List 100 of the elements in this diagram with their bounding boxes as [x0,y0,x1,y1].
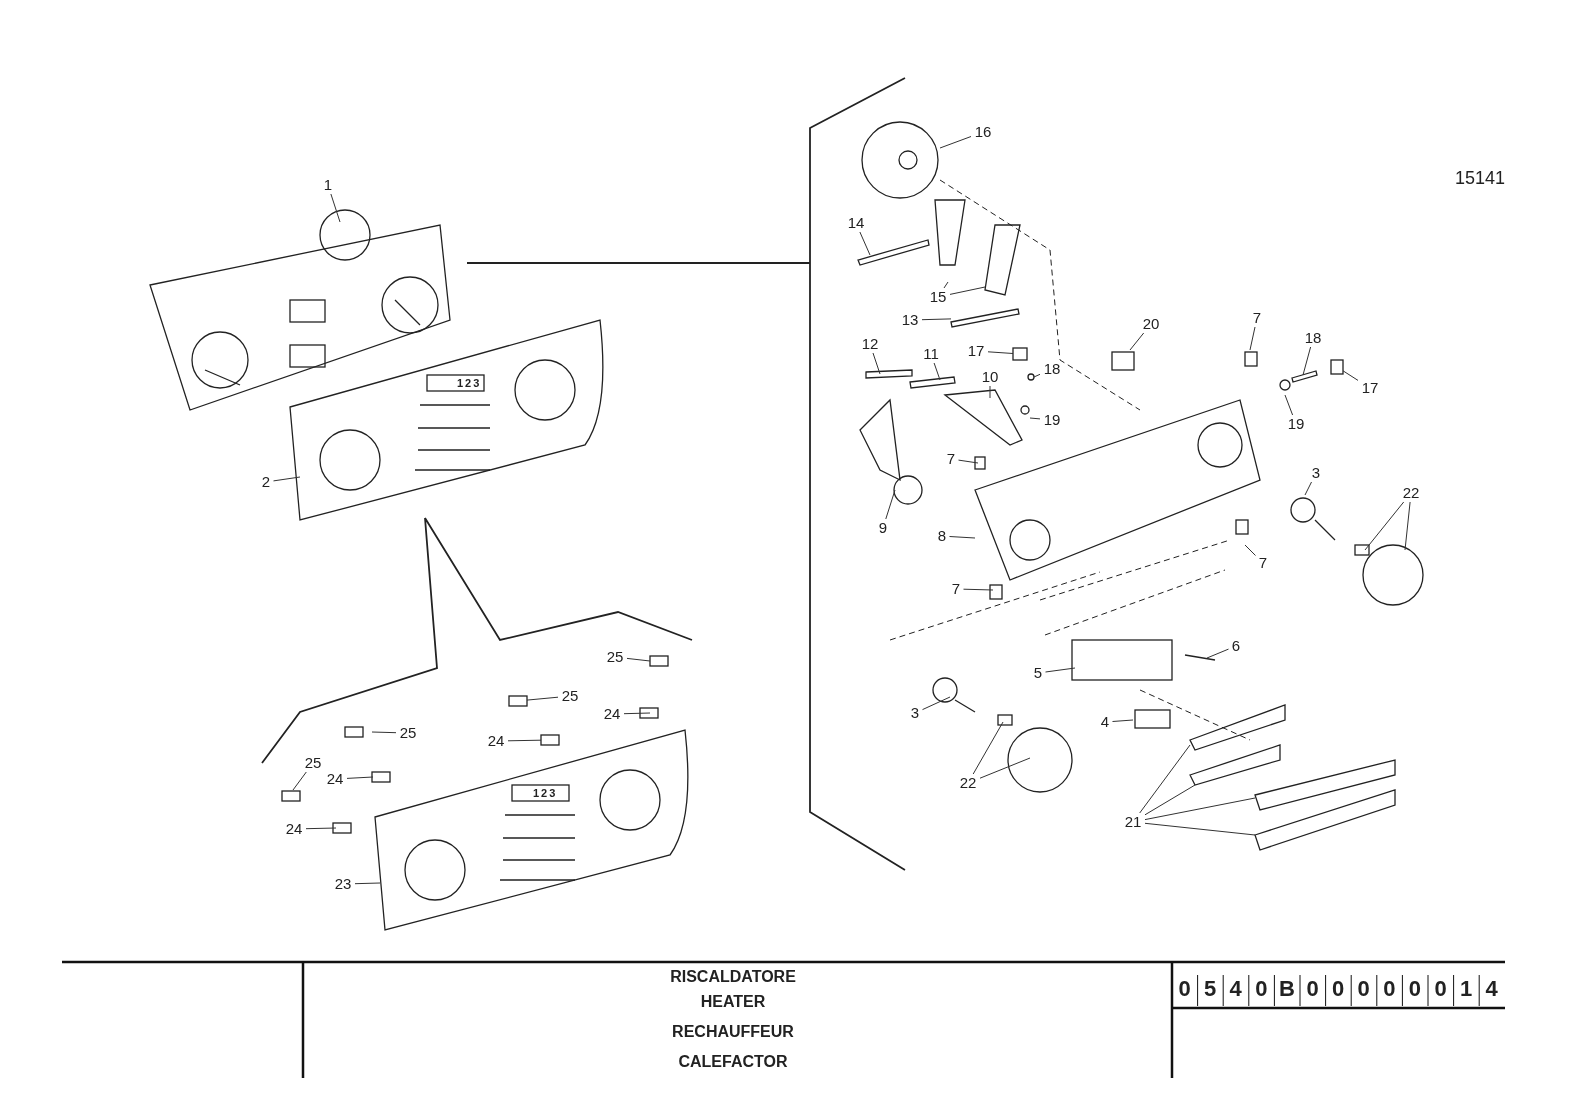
leader-line [1302,346,1312,376]
callout-number: 19 [1287,416,1305,432]
code-cell-text: 4 [1484,976,1499,1002]
callout-number: 22 [959,775,977,791]
callout-number: 4 [1100,714,1110,730]
leader-line [1144,797,1256,821]
leader-line [989,385,991,399]
callout-number: 19 [1043,412,1061,428]
callout-number: 24 [487,733,505,749]
leader-line [1029,417,1041,420]
title-text: HEATER [700,993,766,1011]
callout-number: 7 [1252,310,1262,326]
leader-line [626,657,651,662]
callout-number: 16 [974,124,992,140]
callout-number: 20 [1142,316,1160,332]
callout-number: 21 [1124,814,1142,830]
leader-line [305,827,337,830]
code-cell-text: 5 [1202,976,1218,1002]
leader-line [1249,326,1256,351]
callout-number: 24 [326,771,344,787]
callout-number: 7 [1258,555,1268,571]
callout-number: 7 [951,581,961,597]
callout-number: 2 [261,474,271,490]
leader-line [1304,481,1312,496]
leader-line [872,352,881,375]
part-block [1012,347,1028,361]
title-text: RECHAUFFEUR [672,1023,794,1041]
callout-number: 25 [399,725,417,741]
code-cell-text: 0 [1356,976,1371,1002]
code-cell-text: B [1277,976,1296,1002]
code-cell-text: 0 [1177,976,1192,1002]
leader-line [933,362,941,381]
leader-line [1342,370,1359,381]
callout-number: 12 [861,336,879,352]
code-cell-text: 0 [1305,976,1320,1002]
leader-line [939,136,972,149]
part-block [508,695,528,707]
leader-line [943,281,949,289]
display-text: 123 [457,377,482,389]
callout-number: 17 [1361,380,1379,396]
code-cell-text: 0 [1433,976,1448,1002]
drawing-number: 15141 [1455,168,1506,189]
leader-line [1206,648,1229,659]
callout-number: 18 [1304,330,1322,346]
leader-line [949,536,976,539]
leader-line [623,712,651,715]
leader-line [1144,822,1256,836]
leader-line [987,351,1014,354]
leader-line [979,757,1031,779]
leader-line [958,459,979,464]
leader-line [921,318,952,321]
title-text: RISCALDATORE [670,968,796,986]
leader-line [346,776,374,779]
callout-number: 10 [981,369,999,385]
leader-line [507,739,542,742]
code-cell-text: 4 [1228,976,1243,1002]
callout-number: 25 [304,755,322,771]
callout-number: 6 [1231,638,1241,654]
callout-number: 25 [561,688,579,704]
callout-number: 5 [1033,665,1043,681]
callout-number: 17 [967,343,985,359]
callout-number: 18 [1043,361,1061,377]
part-block [540,734,560,746]
display-text: 123 [533,787,558,799]
leader-line [526,696,559,701]
leader-line [1244,544,1256,556]
leader-line [963,588,994,591]
leader-line [273,476,301,482]
callout-number: 13 [901,312,919,328]
callout-number: 9 [878,520,888,536]
callout-number: 11 [923,346,939,362]
code-cell-text: 0 [1407,976,1422,1002]
leader-line [972,721,1004,775]
code-cell-text: 0 [1254,976,1269,1002]
leader-line [1112,719,1134,722]
callout-number: 23 [334,876,352,892]
leader-line [1045,667,1076,673]
leader-line [1284,394,1294,416]
leader-line [1404,501,1411,551]
leader-line [1129,332,1145,351]
callout-number: 15 [929,289,947,305]
leader-line [859,231,871,256]
leader-line [922,696,951,711]
leader-line [949,286,986,295]
title-text: CALEFACTOR [678,1053,788,1071]
callout-number: 3 [1311,465,1321,481]
code-cell-text: 0 [1382,976,1397,1002]
callout-number: 22 [1402,485,1420,501]
callout-number: 3 [910,705,920,721]
callout-number: 25 [606,649,624,665]
leader-line [1144,784,1196,816]
callout-number: 1 [323,177,333,193]
part-block [1330,359,1344,375]
callout-number: 7 [946,451,956,467]
rod-part [950,308,1020,328]
leader-line [1139,744,1191,814]
leader-line [1033,373,1041,378]
leader-line [330,193,341,223]
callout-number: 8 [937,528,947,544]
leader-line [292,771,307,791]
